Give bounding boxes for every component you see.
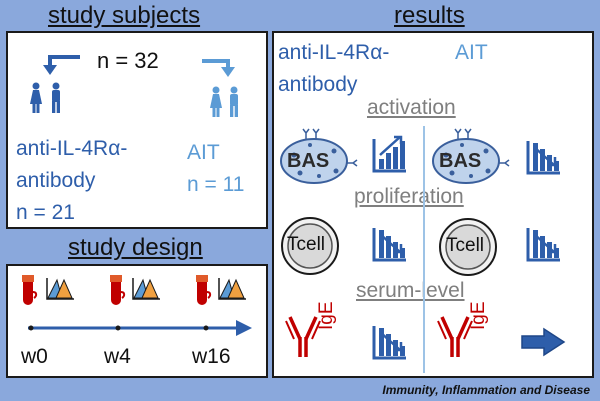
journal-name: Immunity, Inflammation and Disease xyxy=(382,383,590,397)
ige-col1-label: IgE xyxy=(316,301,337,330)
results-col1-line2: antibody xyxy=(278,73,358,96)
group2-label: AIT xyxy=(187,141,220,164)
group1-count: n = 21 xyxy=(16,201,75,224)
people-group1-icon xyxy=(30,82,60,113)
trend-down-serum-col1-icon xyxy=(372,324,408,360)
study-subjects-title: study subjects xyxy=(48,2,201,29)
study-subjects-graphic xyxy=(30,55,238,117)
study-design-graphic xyxy=(21,274,252,336)
study-design-panel xyxy=(6,264,268,378)
section-serum-level: serum-level xyxy=(356,279,465,302)
group1-label-line1: anti-IL-4Rα- xyxy=(16,137,128,160)
section-proliferation: proliferation xyxy=(354,185,464,208)
week-label-w0: w0 xyxy=(21,345,48,368)
sample-w4-icon xyxy=(109,274,161,306)
results-col1-line1: anti-IL-4Rα- xyxy=(278,41,390,64)
week-label-w16: w16 xyxy=(192,345,231,368)
group1-label-line2: antibody xyxy=(16,169,96,192)
results-graphic xyxy=(280,126,566,373)
results-panel xyxy=(272,31,594,378)
antibody-col1-icon xyxy=(284,315,322,359)
people-group2-icon xyxy=(210,86,238,117)
tcell-col2-label: Tcell xyxy=(446,235,485,256)
basophil-col2-label: BAS xyxy=(439,150,482,172)
week-label-w4: w4 xyxy=(104,345,131,368)
basophil-col1-label: BAS xyxy=(287,150,330,172)
trend-down-proliferation-col1-icon xyxy=(372,226,408,262)
trend-up-icon xyxy=(372,135,408,173)
arrow-left-icon xyxy=(48,55,80,67)
section-activation: activation xyxy=(367,96,456,119)
antibody-col2-icon xyxy=(436,315,474,359)
sample-w0-icon xyxy=(21,274,75,306)
tcell-col1-label: Tcell xyxy=(287,234,326,255)
total-subjects: n = 32 xyxy=(97,48,159,73)
arrow-right-icon xyxy=(202,59,230,69)
trend-down-activation-col2-icon xyxy=(526,139,562,175)
timeline-arrow-icon xyxy=(236,320,252,336)
arrow-right-unchanged-icon xyxy=(521,327,566,357)
trend-down-proliferation-col2-icon xyxy=(526,226,562,262)
results-col2-label: AIT xyxy=(455,41,488,64)
study-design-title: study design xyxy=(68,234,203,261)
ige-col2-label: IgE xyxy=(468,301,489,330)
group2-count: n = 11 xyxy=(187,173,245,196)
results-title: results xyxy=(394,2,465,29)
sample-w16-icon xyxy=(195,274,247,306)
